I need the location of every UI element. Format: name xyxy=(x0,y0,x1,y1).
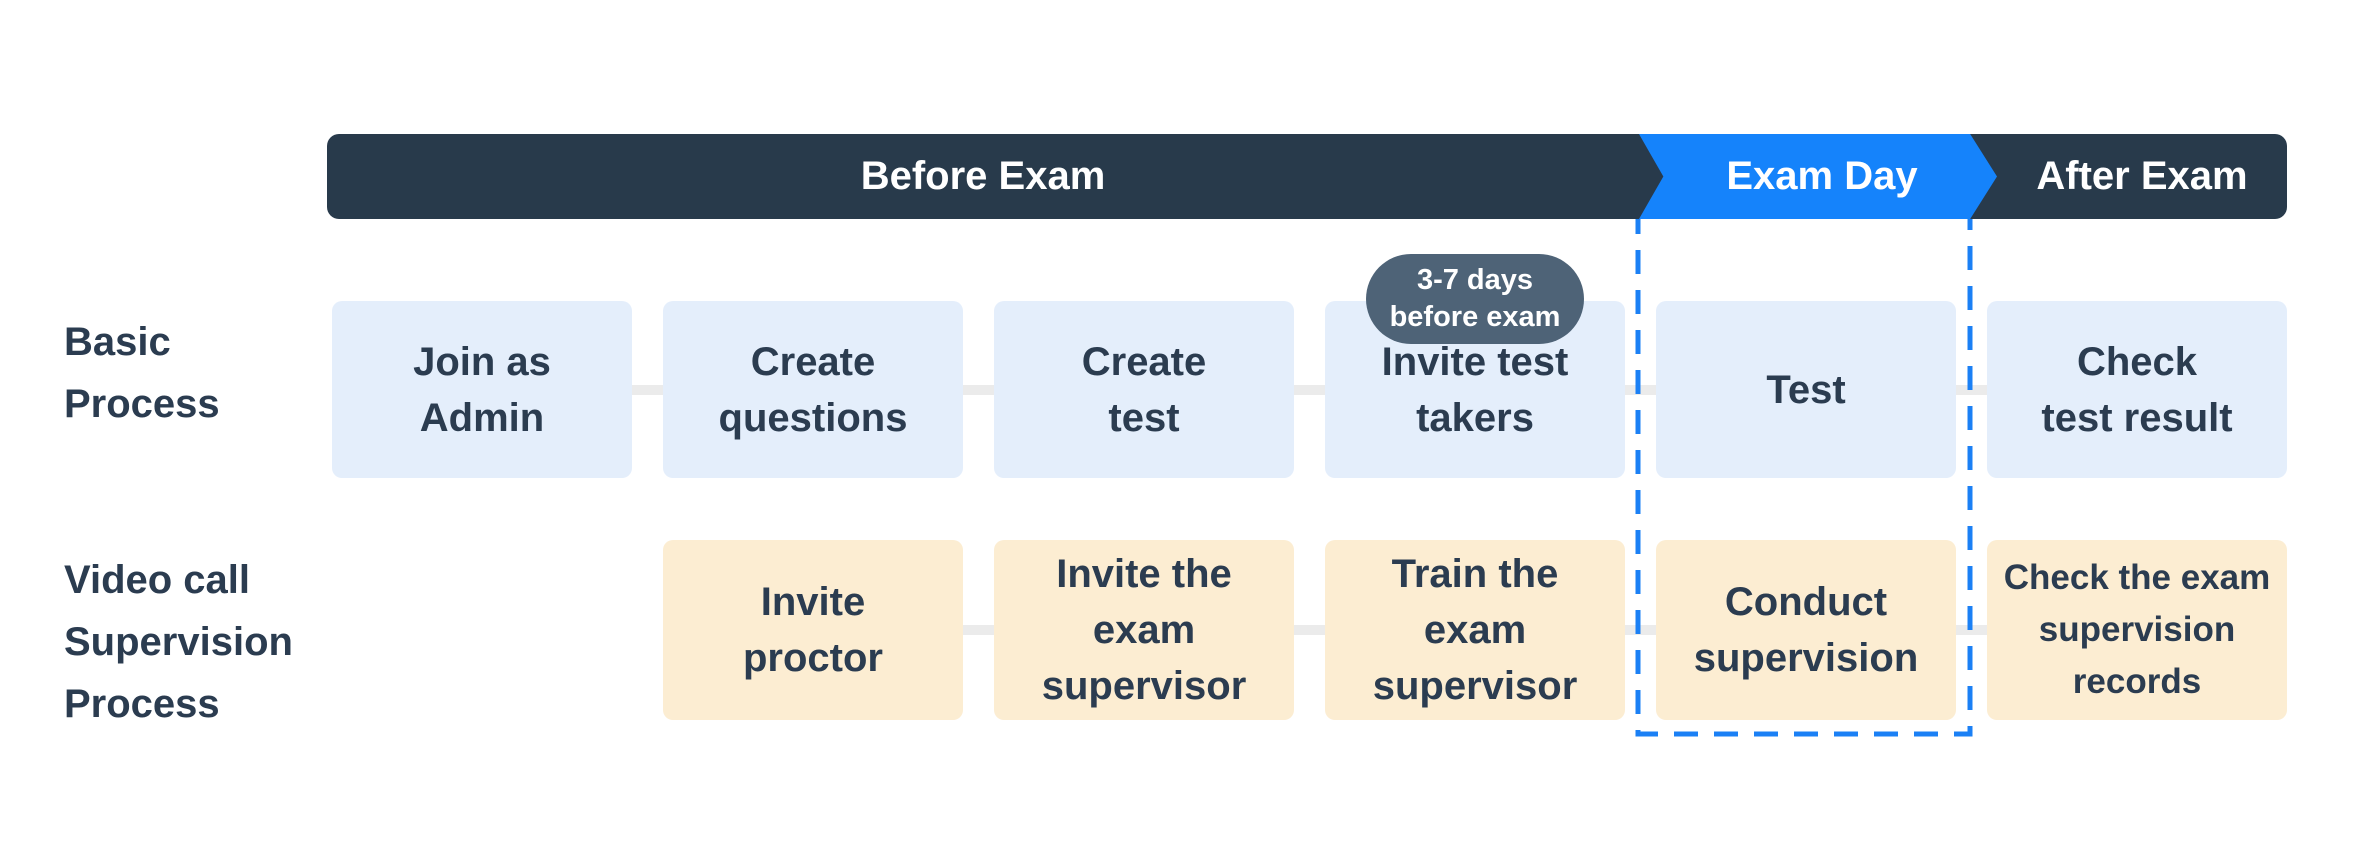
step-label: Train the exam supervisor xyxy=(1372,552,1578,708)
step-connector xyxy=(963,625,994,635)
step-check-test-result: Check test result xyxy=(1987,301,2287,478)
step-create-questions: Create questions xyxy=(663,301,963,478)
step-connector xyxy=(632,385,663,395)
step-create-test: Create test xyxy=(994,301,1294,478)
step-check-supervision-records: Check the exam supervision records xyxy=(1987,540,2287,720)
step-label: Check the exam supervision records xyxy=(2003,558,2271,701)
step-invite-proctor: Invite proctor xyxy=(663,540,963,720)
step-label: Join as Admin xyxy=(413,339,551,440)
exam-day-label: Exam Day xyxy=(1726,154,1918,198)
step-test: Test xyxy=(1656,301,1956,478)
step-label: Invite test takers xyxy=(1381,339,1569,440)
step-join-as-admin: Join as Admin xyxy=(332,301,632,478)
step-label: Create questions xyxy=(718,339,908,440)
exam-day-highlight-outline xyxy=(1635,175,1973,737)
timeline-segment-before-exam: Before Exam xyxy=(327,134,1639,219)
row-label-video-supervision-process: Video call Supervision Process xyxy=(64,558,293,726)
step-label: Test xyxy=(1766,367,1846,412)
before-exam-label: Before Exam xyxy=(860,154,1106,198)
timeline-segment-after-exam: After Exam xyxy=(1997,134,2287,219)
step-label: Create test xyxy=(1081,339,1207,440)
row-label-basic-process: Basic Process xyxy=(64,320,220,426)
step-connector xyxy=(1294,385,1325,395)
after-exam-label: After Exam xyxy=(2036,154,2248,198)
step-invite-exam-supervisor: Invite the exam supervisor xyxy=(994,540,1294,720)
step-label: Conduct supervision xyxy=(1693,580,1919,680)
step-conduct-supervision: Conduct supervision xyxy=(1656,540,1956,720)
step-train-exam-supervisor: Train the exam supervisor xyxy=(1325,540,1625,720)
step-label: Invite proctor xyxy=(743,580,883,680)
step-connector xyxy=(963,385,994,395)
exam-day-arrow: Exam Day xyxy=(1639,134,1997,219)
step-label: Invite the exam supervisor xyxy=(1041,552,1247,708)
badge-days-before-exam: 3-7 days before exam xyxy=(1366,254,1584,344)
step-label: Check test result xyxy=(2041,339,2233,440)
step-connector xyxy=(1294,625,1325,635)
